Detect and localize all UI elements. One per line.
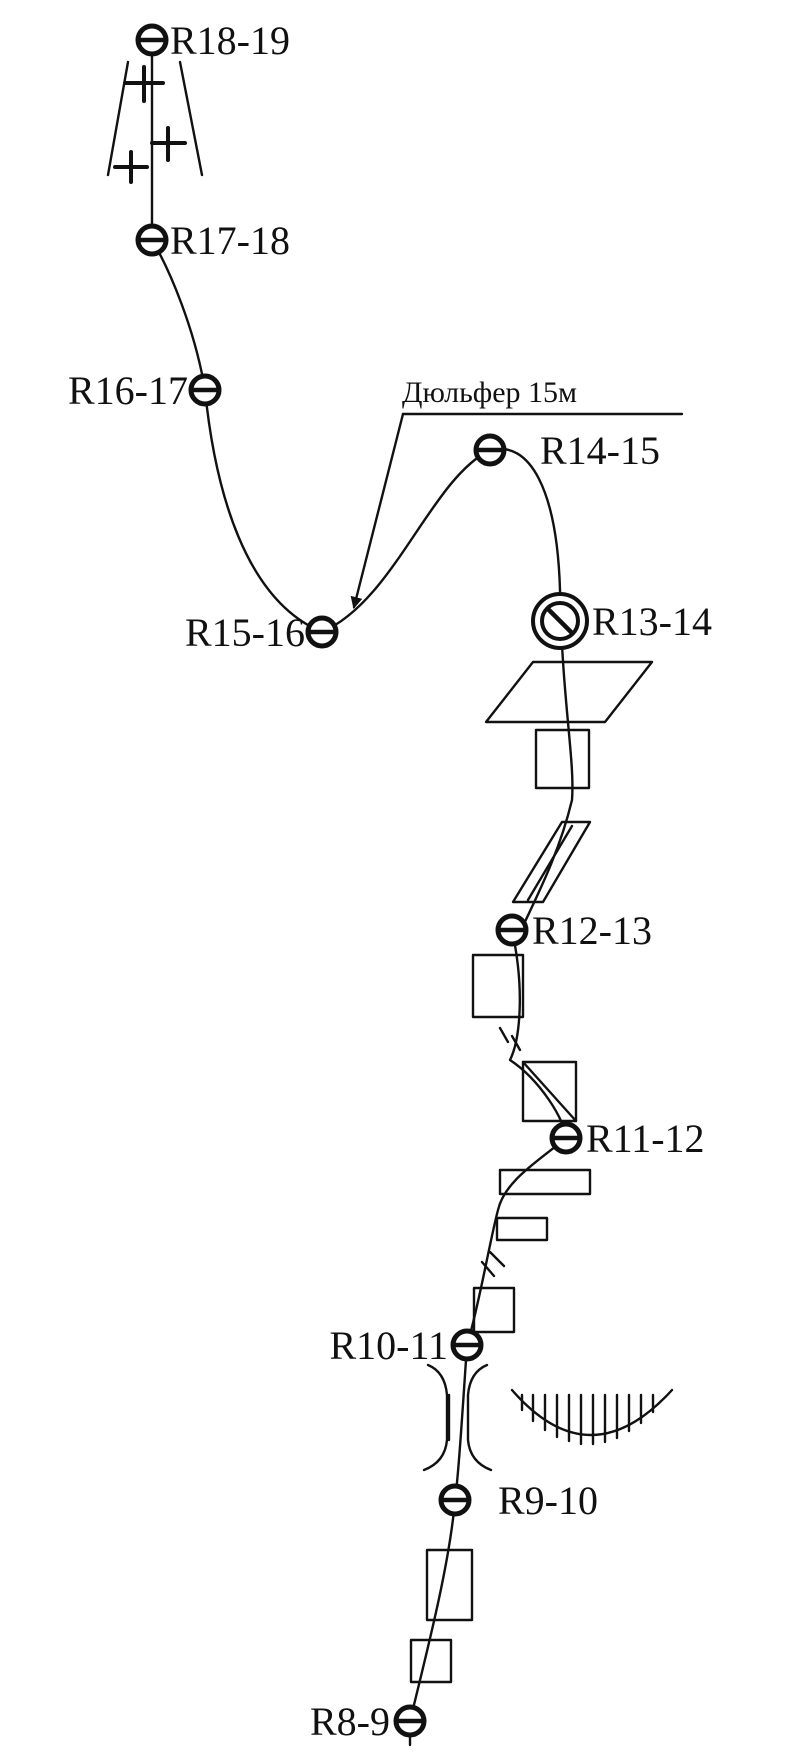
chimney-right-upper — [466, 1363, 493, 1472]
block-5 — [425, 1548, 474, 1622]
route-segment-18-16 — [150, 238, 324, 634]
ledge-parallelogram — [484, 660, 654, 724]
rappel-annotation: Дюльфер 15м — [350, 376, 684, 609]
crack-marks-1 — [498, 1026, 522, 1052]
rappel-arrow — [350, 412, 405, 609]
route-segment-14-13 — [520, 588, 574, 930]
station-label: R14-15 — [540, 428, 660, 473]
station-R14-15: R14-15 — [473, 428, 660, 473]
station-label: R15-16 — [185, 610, 305, 655]
station-label: R16-17 — [68, 368, 188, 413]
block-6 — [409, 1638, 453, 1684]
station-R11-12: R11-12 — [549, 1116, 705, 1161]
station-R18-19: R18-19 — [135, 18, 290, 63]
gully-left-edge — [106, 60, 130, 177]
block-2 — [471, 953, 525, 1019]
station-label: R13-14 — [592, 599, 712, 644]
ledge-bar-1 — [498, 1168, 592, 1196]
station-label: R9-10 — [498, 1478, 598, 1523]
station-label: R12-13 — [532, 908, 652, 953]
crack-marks-2 — [480, 1250, 506, 1278]
block-3 — [521, 1060, 578, 1123]
station-R8-9: R8-9 — [310, 1699, 427, 1744]
slanted-ledge-inner — [526, 824, 574, 902]
station-label: R10-11 — [329, 1323, 448, 1368]
station-R16-17: R16-17 — [68, 368, 222, 413]
chimney-left-upper — [422, 1363, 449, 1472]
route-segment-12-11 — [466, 1136, 568, 1344]
station-R13-14: R13-14 — [531, 592, 712, 650]
block-4 — [472, 1286, 516, 1334]
route-segment-16-15 — [320, 447, 562, 634]
station-R17-18: R17-18 — [135, 218, 290, 263]
vegetation-cross-marks — [113, 65, 187, 184]
station-R10-11: R10-11 — [329, 1323, 484, 1368]
route-segment-10-9 — [408, 1498, 457, 1723]
route-segment-13-12 — [508, 928, 568, 1140]
station-R9-10: R9-10 — [438, 1478, 598, 1523]
station-label: R8-9 — [310, 1699, 390, 1744]
rappel-note: Дюльфер 15м — [402, 376, 577, 409]
route-segment-11-10 — [453, 1343, 469, 1502]
station-R12-13: R12-13 — [495, 908, 652, 953]
block-1 — [534, 728, 591, 790]
terrain-features — [106, 60, 674, 1684]
gully-right-edge — [178, 60, 204, 177]
block-3-diagonal — [521, 1060, 578, 1123]
station-label: R11-12 — [586, 1116, 705, 1161]
station-label: R17-18 — [170, 218, 290, 263]
station-label: R18-19 — [170, 18, 290, 63]
ledge-bar-2 — [495, 1216, 549, 1242]
overhang-hatching — [520, 1393, 655, 1446]
slanted-ledge — [511, 820, 592, 904]
station-R15-16: R15-16 — [185, 610, 339, 655]
